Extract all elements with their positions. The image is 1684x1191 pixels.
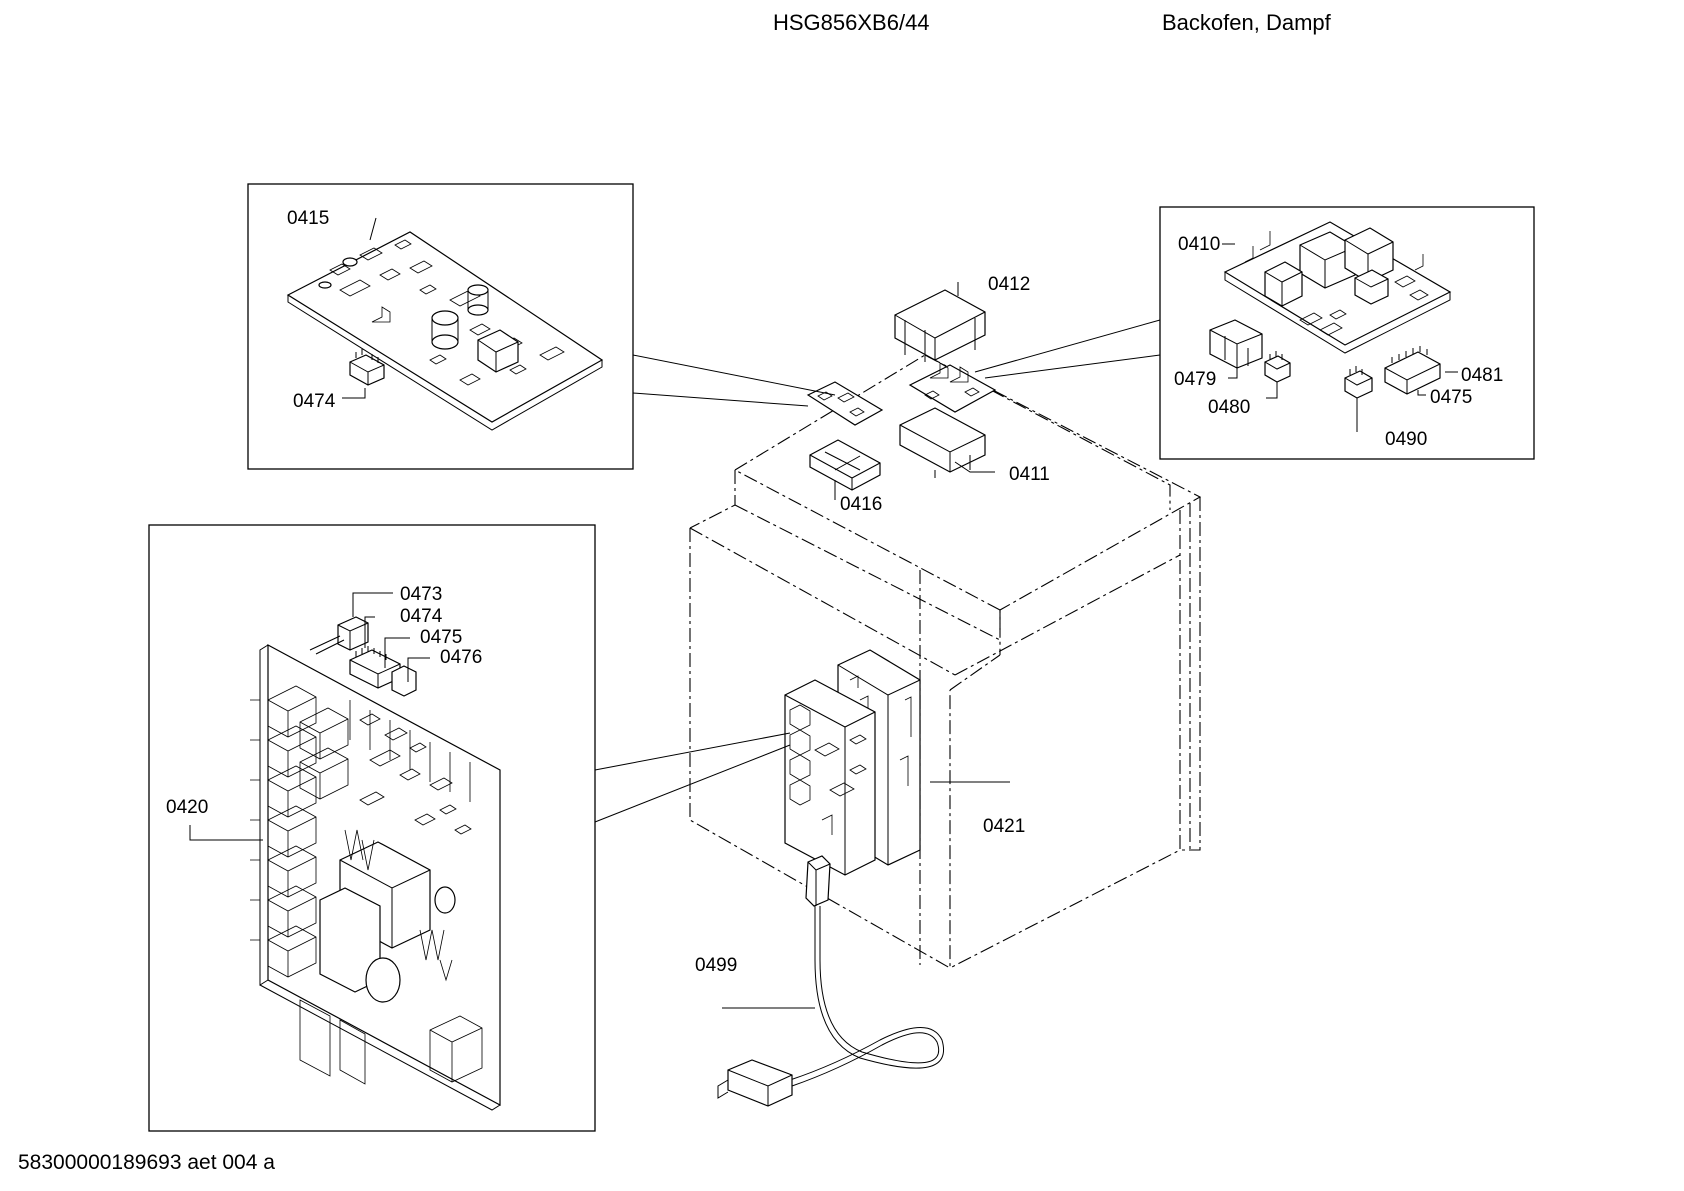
label-0475-inset-c: 0475 — [420, 627, 462, 648]
label-0490: 0490 — [1385, 429, 1427, 450]
label-0474-inset-a: 0474 — [293, 391, 336, 412]
label-0412: 0412 — [988, 274, 1030, 295]
model-number: HSG856XB6/44 — [773, 10, 930, 35]
inset-box-0410 — [1159, 206, 1535, 460]
label-0473: 0473 — [400, 584, 442, 605]
label-0420: 0420 — [166, 797, 208, 818]
appliance-description: Backofen, Dampf — [1162, 10, 1331, 35]
label-0474-inset-c: 0474 — [400, 606, 443, 627]
inset-box-0415 — [247, 183, 634, 470]
central-parts — [717, 282, 1010, 1107]
oven-housing-outline — [689, 354, 1202, 969]
label-0411: 0411 — [1009, 464, 1050, 485]
label-0481: 0481 — [1461, 365, 1503, 386]
inset-box-0420 — [148, 524, 596, 1132]
label-0499: 0499 — [695, 955, 737, 976]
label-0410: 0410 — [1178, 234, 1220, 255]
label-0479: 0479 — [1174, 369, 1216, 390]
label-0415: 0415 — [287, 208, 329, 229]
label-0480: 0480 — [1208, 397, 1250, 418]
label-0416: 0416 — [840, 494, 882, 515]
callout-lines — [594, 319, 1161, 823]
document-id: 58300000189693 aet 004 a — [18, 1151, 275, 1174]
label-0475-inset-b: 0475 — [1430, 387, 1472, 408]
label-0476: 0476 — [440, 647, 482, 668]
label-0421: 0421 — [983, 816, 1025, 837]
